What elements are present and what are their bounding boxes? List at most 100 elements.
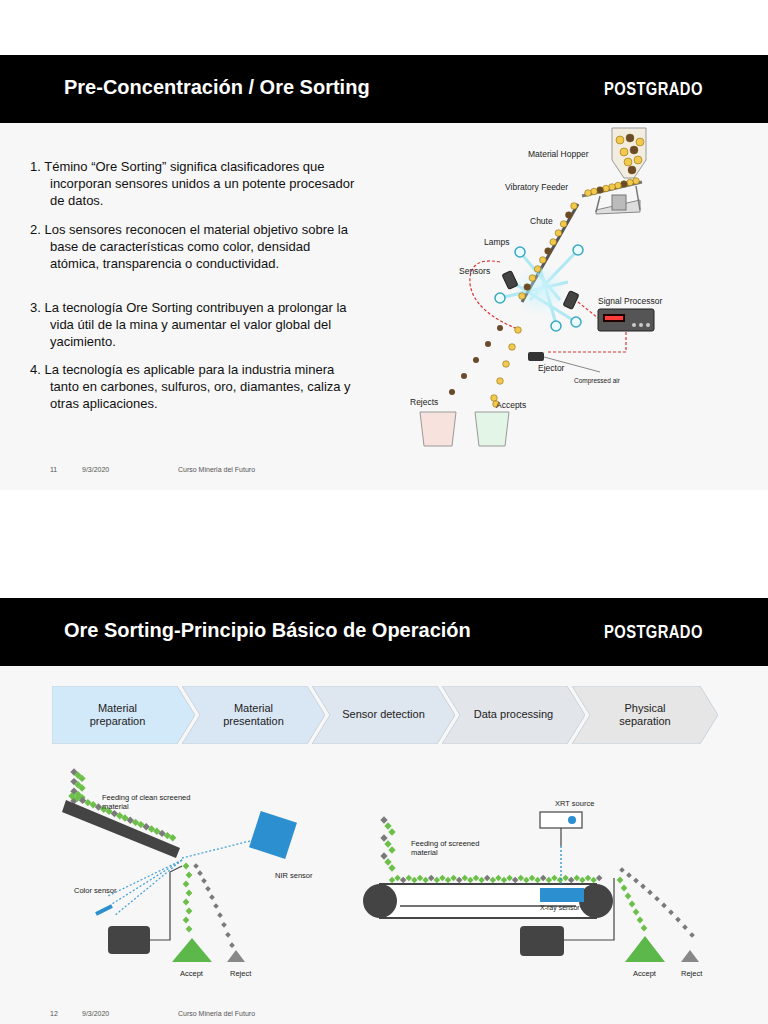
- ore-chunk: [384, 840, 391, 847]
- ore-chunk: [484, 875, 491, 882]
- part-label: Feeding of clean screened material: [102, 794, 194, 811]
- signal-wire: [548, 332, 626, 352]
- ore-particle: [591, 188, 598, 195]
- nir-sensor: [249, 811, 297, 859]
- ore-particle: [633, 178, 640, 185]
- collection-bin: [420, 412, 456, 446]
- list-item: 2. Los sensores reconocen el material ob…: [30, 221, 360, 272]
- ore-chunk: [428, 875, 435, 882]
- part-label: Rejects: [410, 398, 438, 408]
- output-pile: [625, 936, 665, 962]
- list-item: 1. Témino “Ore Sorting” significa clasif…: [30, 158, 360, 209]
- chevron-outline: [312, 686, 455, 744]
- sensor-beam: [112, 860, 182, 904]
- ore-particle: [566, 212, 573, 219]
- ore-chunk: [551, 875, 558, 882]
- chevron-outline: [442, 686, 585, 744]
- output-label: Reject: [230, 970, 251, 979]
- ore-chunk: [501, 877, 508, 884]
- slide-title: Pre-Concentración / Ore Sorting: [64, 76, 370, 99]
- ore-chunk: [400, 877, 407, 884]
- lamp: [495, 245, 583, 331]
- ore-chunk: [78, 784, 85, 791]
- part-label: Color sensor: [74, 887, 117, 896]
- sensor: [502, 271, 579, 310]
- process-chevron: Material presentation: [182, 686, 325, 744]
- feed-particle: [389, 875, 603, 884]
- footer-course: Curso Mineria del Futuro: [178, 466, 255, 474]
- ore-chunk: [590, 877, 597, 884]
- step-label: Material preparation: [72, 702, 164, 728]
- ore-particle: [534, 266, 541, 273]
- ore-chunk: [579, 877, 586, 884]
- signal-processor: [605, 316, 623, 320]
- ejector: [528, 352, 544, 361]
- slide-ground: [0, 666, 768, 1024]
- list-item: 3. La tecnología Ore Sorting contribuyen…: [30, 299, 360, 350]
- signal-wire: [578, 302, 598, 318]
- ore-chunk: [197, 870, 203, 876]
- sensor-beam: [108, 838, 262, 916]
- control-unit: [108, 866, 182, 954]
- control-unit: [520, 926, 564, 956]
- xrt-source: [568, 816, 576, 824]
- ore-particle: [571, 203, 578, 210]
- ore-chunk: [647, 890, 653, 896]
- process-chevron: Data processing: [442, 686, 585, 744]
- part-label: Accepts: [496, 401, 526, 411]
- footer-date: 9/3/2020: [82, 466, 109, 474]
- color-sensor: [96, 906, 112, 914]
- ore-particle: [473, 357, 479, 363]
- ore-chunk: [450, 875, 457, 882]
- light-rays: [514, 264, 566, 316]
- part-label: Material Hopper: [528, 150, 588, 160]
- slide-ground: [0, 123, 768, 490]
- xrt-source: [560, 846, 561, 886]
- ore-chunk: [193, 863, 199, 869]
- control-unit: [108, 926, 150, 954]
- ore-chunk: [654, 896, 660, 902]
- part-label: Ejector: [538, 364, 564, 374]
- output-pile: [172, 938, 212, 962]
- lamp: [515, 247, 525, 257]
- part-label: Lamps: [484, 238, 510, 248]
- ore-chunk: [675, 917, 681, 923]
- ore-particle: [616, 134, 644, 174]
- ore-particle: [449, 178, 639, 408]
- step-label: Data processing: [474, 708, 554, 721]
- chevron-outline: [572, 686, 718, 744]
- ore-chunk: [585, 875, 592, 882]
- ore-chunk: [411, 877, 418, 884]
- hopper: [612, 128, 646, 178]
- ore-chunk: [186, 872, 193, 879]
- ore-particle: [620, 148, 628, 156]
- ore-chunk: [205, 886, 211, 892]
- chevron-label-area: Data processing: [462, 686, 565, 744]
- ore-particle: [634, 156, 642, 164]
- ore-chunk: [629, 901, 636, 908]
- vibratory-feeder: [596, 196, 600, 212]
- ore-chunk: [169, 834, 176, 841]
- ore-chunk: [633, 878, 639, 884]
- ore-particle: [616, 136, 624, 144]
- ore-chunk: [568, 877, 575, 884]
- ore-chunk: [596, 875, 603, 882]
- step-label: Sensor detection: [342, 708, 425, 721]
- ore-particle: [550, 239, 557, 246]
- control-unit: [150, 866, 182, 940]
- xrt-source: [540, 812, 582, 886]
- light-rays: [500, 250, 578, 324]
- conveyor-belt: [579, 884, 613, 918]
- ore-particle: [609, 184, 616, 191]
- hopper: [612, 128, 646, 178]
- ore-chunk: [388, 846, 395, 853]
- nir-sensor: [249, 811, 297, 859]
- ore-particle: [636, 138, 644, 146]
- ore-chunk: [562, 875, 569, 882]
- collection-bin: [475, 412, 509, 446]
- ore-chunk: [462, 875, 469, 882]
- ore-chunk: [183, 863, 190, 870]
- ore-particle: [461, 373, 467, 379]
